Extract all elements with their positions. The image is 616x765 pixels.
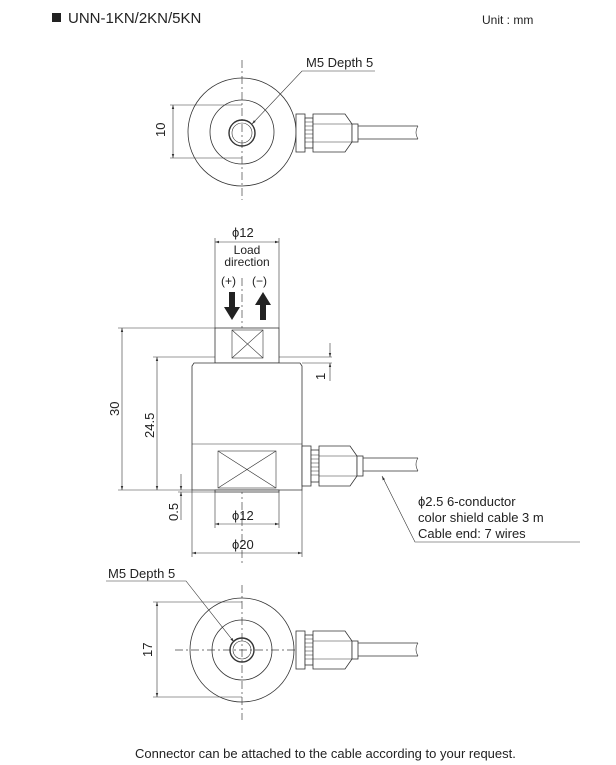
bottom-thread-label: M5 Depth 5: [108, 566, 175, 581]
dim-1: 1: [313, 373, 328, 380]
arrow-up-icon: [255, 292, 271, 320]
cable-connector: [295, 113, 419, 153]
top-dim-10: 10: [153, 123, 168, 137]
body-diameter-label: ϕ20: [232, 537, 254, 552]
bottom-diameter-label: ϕ12: [232, 508, 254, 523]
title-bullet-icon: [52, 13, 61, 22]
top-view: 10 M5 Depth 5: [153, 55, 419, 200]
bottom-view: 17 M5 Depth 5: [106, 566, 419, 720]
top-thread-label: M5 Depth 5: [306, 55, 373, 70]
load-direction-label-2: direction: [224, 255, 269, 269]
cable-note-line-1: ϕ2.5 6-conductor: [418, 494, 516, 509]
minus-direction-label: (−): [252, 274, 267, 288]
bottom-dim-17: 17: [140, 643, 155, 657]
cable-note-line-2: color shield cable 3 m: [418, 510, 544, 525]
side-view: ϕ12 Load direction (+) (−) 30 24.5: [107, 225, 580, 565]
dim-24-5: 24.5: [142, 413, 157, 438]
dim-0-5: 0.5: [166, 503, 181, 521]
arrow-down-icon: [224, 292, 240, 320]
side-cable-connector: [301, 445, 419, 487]
dim-30: 30: [107, 402, 122, 416]
unit-label: Unit : mm: [482, 13, 533, 27]
top-diameter-label: ϕ12: [232, 225, 254, 240]
page-title: UNN-1KN/2KN/5KN: [68, 10, 201, 27]
footer-note: Connector can be attached to the cable a…: [135, 746, 516, 761]
plus-direction-label: (+): [221, 274, 236, 288]
cable-note-line-3: Cable end: 7 wires: [418, 526, 526, 541]
bottom-cable-connector: [295, 630, 419, 670]
load-direction-label-1: Load: [234, 243, 261, 257]
